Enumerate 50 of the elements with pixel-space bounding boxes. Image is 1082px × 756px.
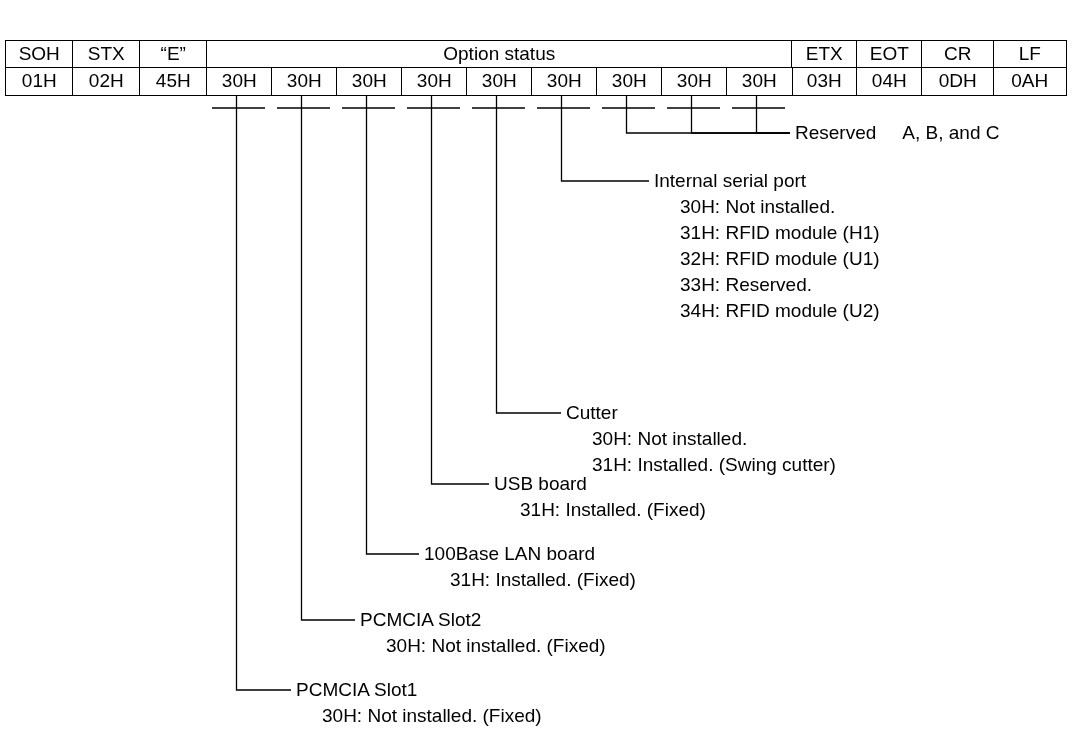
value-description: 33H: Reserved. xyxy=(679,273,813,297)
leader-line xyxy=(365,95,420,555)
value-cell: 0AH xyxy=(993,67,1067,96)
header-cell: STX xyxy=(72,40,141,69)
field-note: A, B, and C xyxy=(902,122,1000,143)
value-cell: 30H xyxy=(726,67,793,96)
value-cell: 30H xyxy=(531,67,598,96)
value-description: 30H: Not installed. (Fixed) xyxy=(321,704,542,728)
header-cell: Option status xyxy=(206,40,793,69)
value-cell: 0DH xyxy=(921,67,995,96)
value-cell: 30H xyxy=(401,67,468,96)
value-cell: 30H xyxy=(596,67,663,96)
value-cell: 04H xyxy=(856,67,923,96)
value-cell: 30H xyxy=(271,67,338,96)
value-description: 30H: Not installed. xyxy=(679,195,837,219)
field-name: 100Base LAN board xyxy=(424,542,597,566)
leader-line xyxy=(235,95,292,691)
field-name: Cutter xyxy=(566,401,619,425)
leader-line xyxy=(300,95,356,621)
value-cell: 30H xyxy=(466,67,533,96)
header-cell: CR xyxy=(921,40,995,69)
value-description: 31H: Installed. (Fixed) xyxy=(449,568,636,592)
field-name: Internal serial port xyxy=(654,169,808,193)
value-description: 30H: Not installed. (Fixed) xyxy=(385,634,606,658)
value-description: 34H: RFID module (U2) xyxy=(679,299,880,323)
value-description: 32H: RFID module (U1) xyxy=(679,247,880,271)
value-cell: 30H xyxy=(206,67,273,96)
field-name: PCMCIA Slot2 xyxy=(360,608,483,632)
value-cell: 01H xyxy=(5,67,74,96)
value-cell: 03H xyxy=(791,67,858,96)
header-cell: LF xyxy=(993,40,1067,69)
field-name: USB board xyxy=(494,472,588,496)
value-cell: 30H xyxy=(661,67,728,96)
value-description: 31H: RFID module (H1) xyxy=(679,221,880,245)
value-cell: 30H xyxy=(336,67,403,96)
header-cell: “E” xyxy=(139,40,208,69)
leader-line xyxy=(560,95,650,182)
value-cell: 45H xyxy=(139,67,208,96)
value-description: 30H: Not installed. xyxy=(591,427,749,451)
value-description: 31H: Installed. (Swing cutter) xyxy=(591,453,836,477)
leader-line xyxy=(755,95,791,134)
field-name: Reserved xyxy=(795,122,877,143)
leader-line xyxy=(430,95,490,485)
leader-line xyxy=(495,95,562,414)
header-cell: EOT xyxy=(856,40,923,69)
value-description: 31H: Installed. (Fixed) xyxy=(519,498,706,522)
field-name: PCMCIA Slot1 xyxy=(296,678,419,702)
header-cell: ETX xyxy=(791,40,858,69)
value-cell: 02H xyxy=(72,67,141,96)
header-cell: SOH xyxy=(5,40,74,69)
